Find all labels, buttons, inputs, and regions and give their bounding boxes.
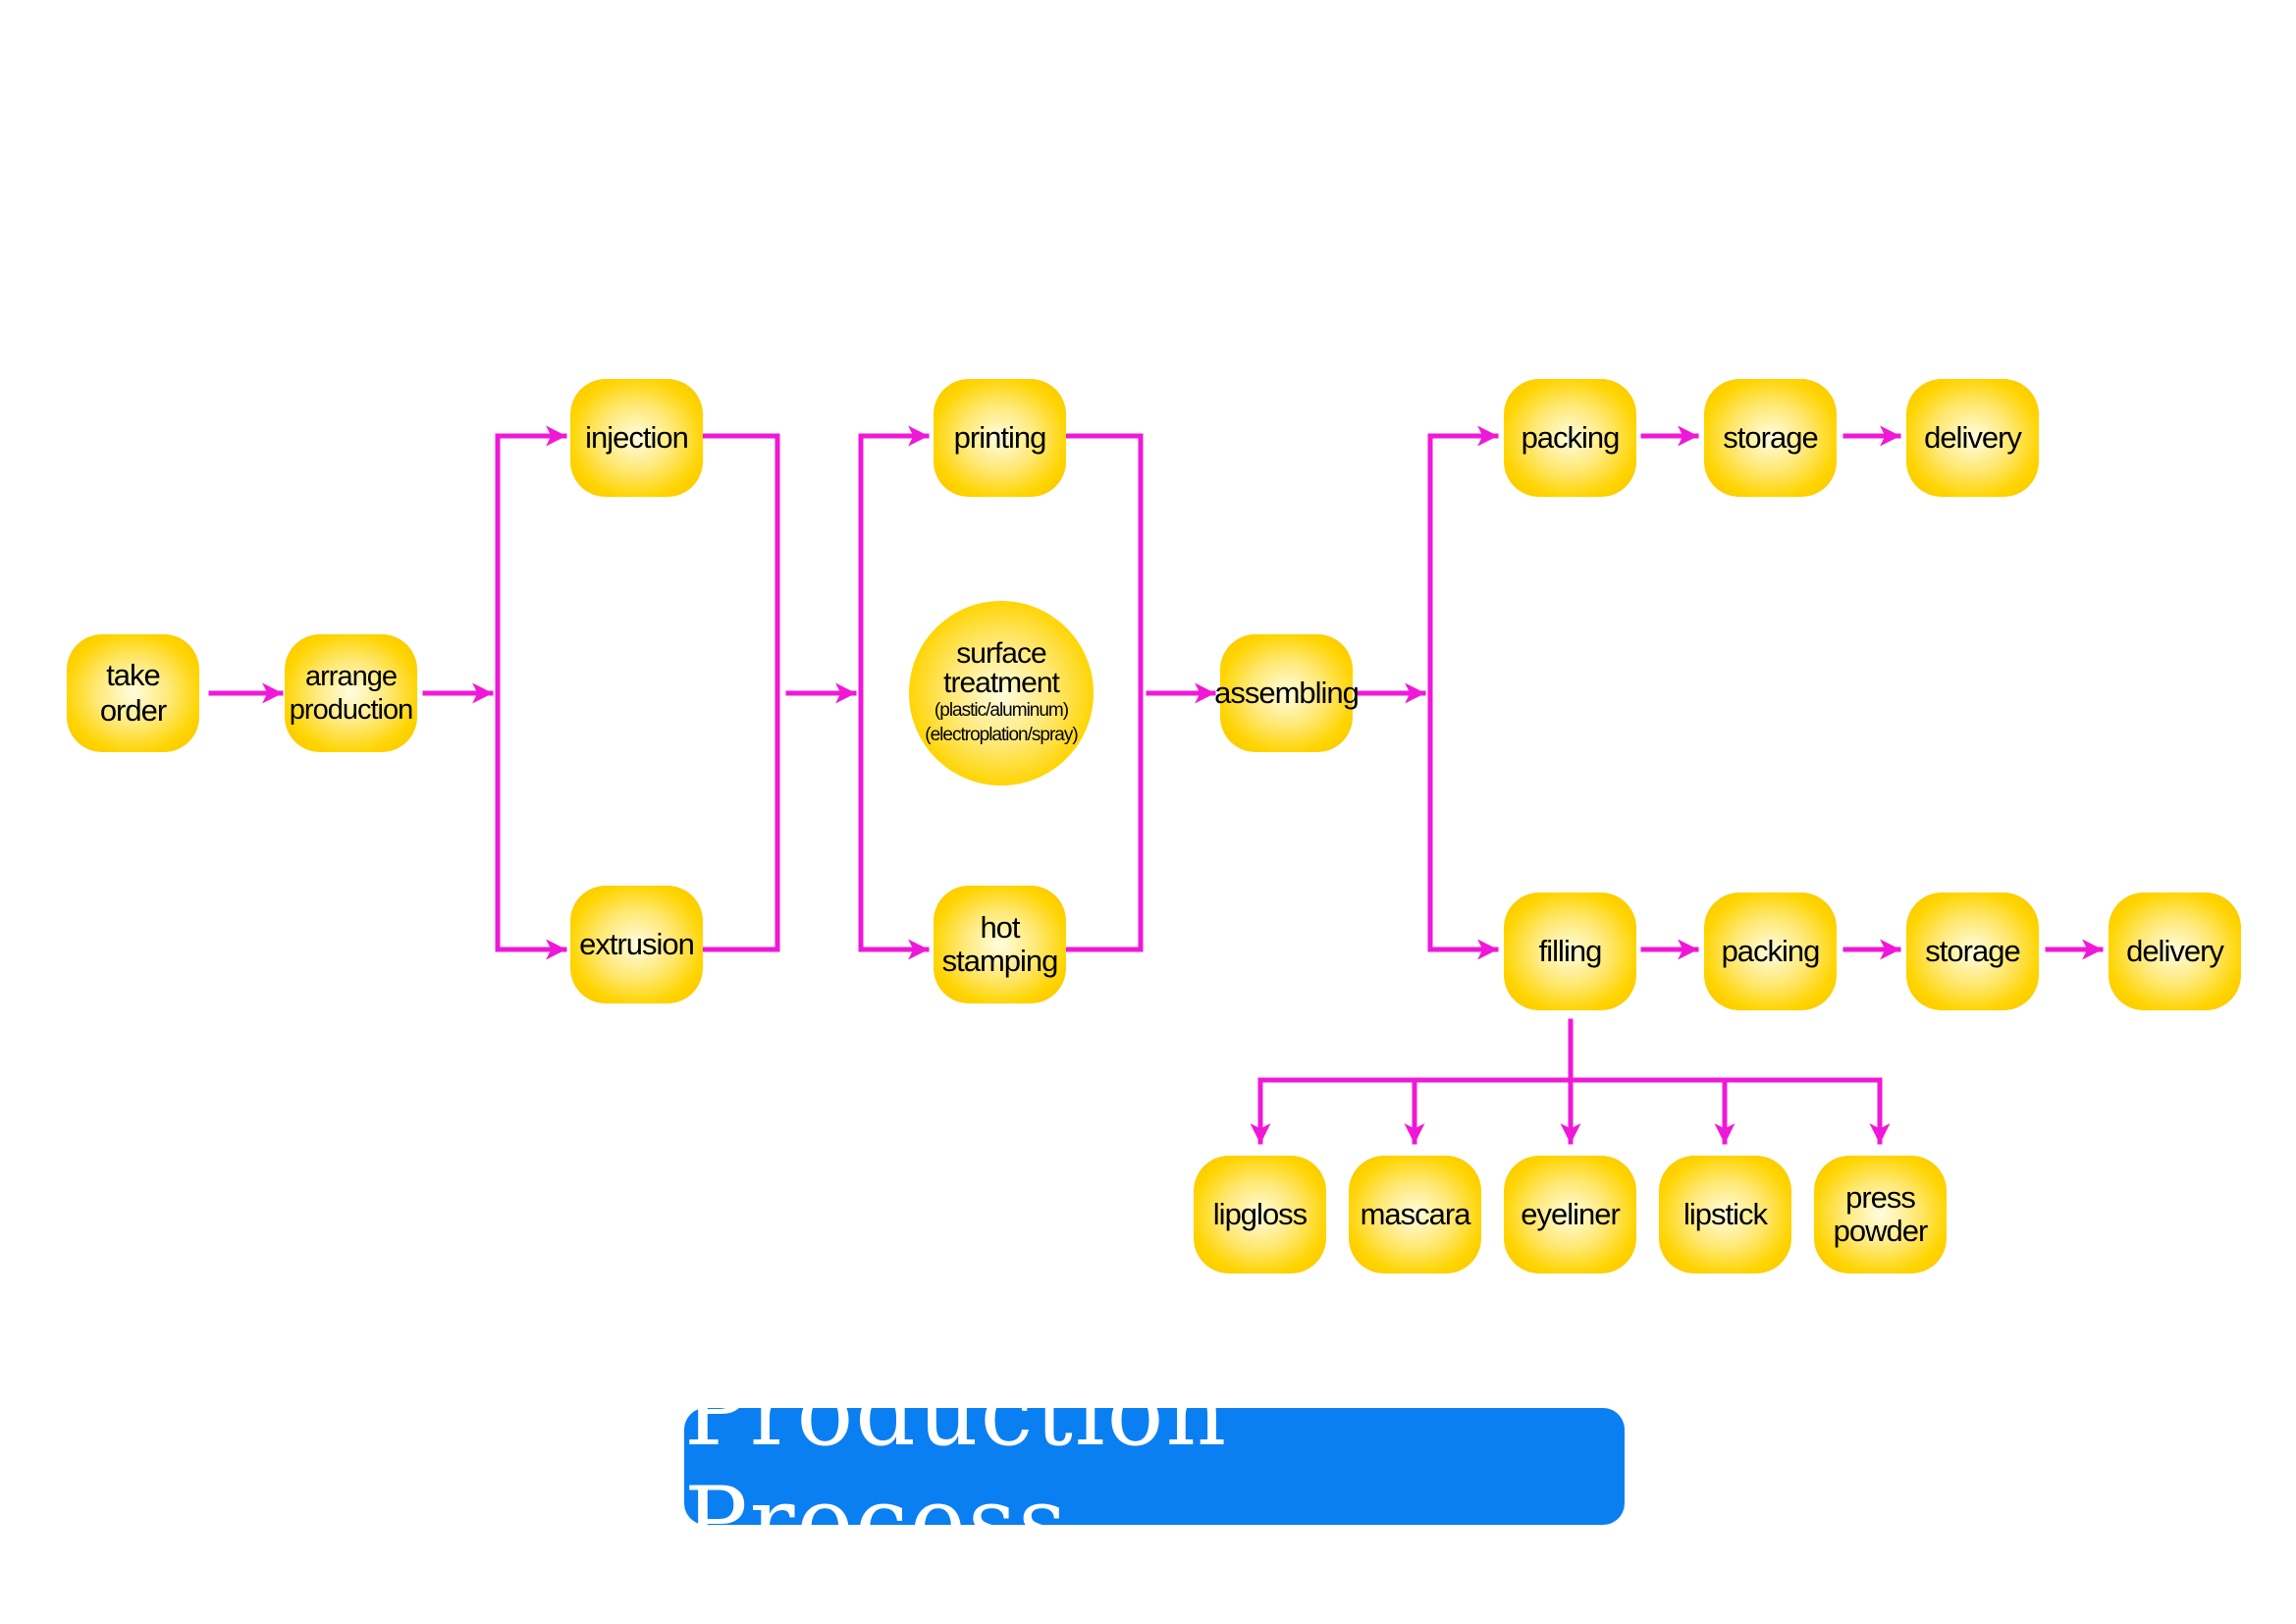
node-mascara: mascara [1349, 1156, 1481, 1273]
node-printing-label: printing [953, 420, 1047, 455]
node-surface-treatment: surface treatment (plastic/aluminum) (el… [909, 601, 1094, 785]
node-press-powder-line1: press [1845, 1180, 1916, 1215]
node-press-powder-line2: powder [1833, 1214, 1929, 1248]
node-assembling: assembling [1214, 634, 1360, 752]
node-lipgloss: lipgloss [1194, 1156, 1326, 1273]
node-storage-bottom-label: storage [1925, 934, 2020, 968]
node-delivery-bottom-label: delivery [2126, 934, 2224, 968]
node-injection: injection [570, 379, 703, 497]
node-assembling-label: assembling [1214, 676, 1360, 710]
node-eyeliner-label: eyeliner [1521, 1197, 1621, 1231]
node-surface-treatment-line2: treatment [943, 667, 1060, 699]
node-delivery-bottom: delivery [2109, 893, 2241, 1010]
node-packing-top-label: packing [1521, 420, 1621, 455]
node-lipstick: lipstick [1659, 1156, 1791, 1273]
node-lipstick-label: lipstick [1682, 1197, 1768, 1231]
node-storage-top-label: storage [1723, 420, 1818, 455]
node-delivery-top-label: delivery [1924, 420, 2022, 455]
node-packing-bottom: packing [1704, 893, 1837, 1010]
node-packing-bottom-label: packing [1721, 934, 1821, 968]
node-mascara-label: mascara [1360, 1197, 1471, 1231]
node-packing-top: packing [1504, 379, 1636, 497]
node-take-order-line2: order [99, 693, 167, 728]
node-lipgloss-label: lipgloss [1212, 1197, 1308, 1231]
node-injection-label: injection [585, 420, 689, 455]
node-delivery-top: delivery [1906, 379, 2039, 497]
node-surface-treatment-line1: surface [956, 637, 1046, 670]
node-hot-stamping-line2: stamping [941, 944, 1059, 978]
node-take-order: take order [67, 634, 199, 752]
node-storage-bottom: storage [1906, 893, 2039, 1010]
node-extrusion-label: extrusion [579, 927, 695, 961]
merge-molding [701, 433, 780, 952]
node-surface-treatment-note1: (plastic/aluminum) [934, 700, 1069, 721]
node-arrange-production: arrange production [285, 634, 417, 752]
node-press-powder: press powder [1814, 1156, 1947, 1273]
node-take-order-line1: take [106, 658, 161, 692]
node-printing: printing [934, 379, 1066, 497]
node-hot-stamping-line1: hot [980, 910, 1020, 945]
node-hot-stamping: hot stamping [934, 886, 1066, 1003]
node-storage-top: storage [1704, 379, 1837, 497]
node-arrange-production-line1: arrange [305, 661, 398, 692]
node-surface-treatment-note2: (electroplation/spray) [925, 725, 1078, 745]
node-extrusion: extrusion [570, 886, 703, 1003]
node-eyeliner: eyeliner [1504, 1156, 1636, 1273]
node-filling-label: filling [1538, 934, 1603, 968]
merge-decoration [1064, 433, 1144, 952]
page-title: Production Process [684, 1357, 1625, 1577]
node-arrange-production-line2: production [289, 694, 413, 726]
node-filling: filling [1504, 893, 1636, 1010]
page-title-text: Production Process [684, 1356, 1229, 1577]
